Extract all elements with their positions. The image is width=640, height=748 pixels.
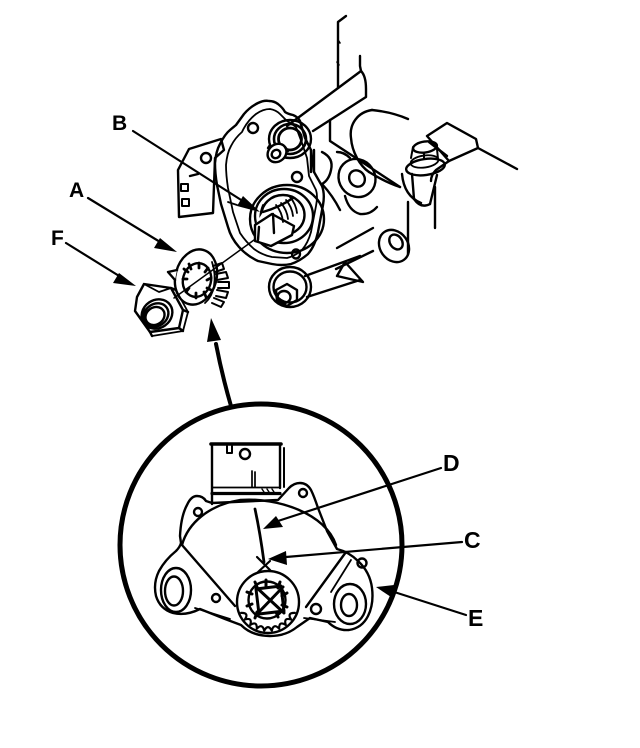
svg-text:A: A <box>69 179 84 202</box>
svg-text:D: D <box>443 450 460 476</box>
svg-text:B: B <box>112 112 127 135</box>
svg-text:C: C <box>464 527 481 553</box>
svg-text:E: E <box>468 605 483 631</box>
svg-text:F: F <box>51 227 64 250</box>
